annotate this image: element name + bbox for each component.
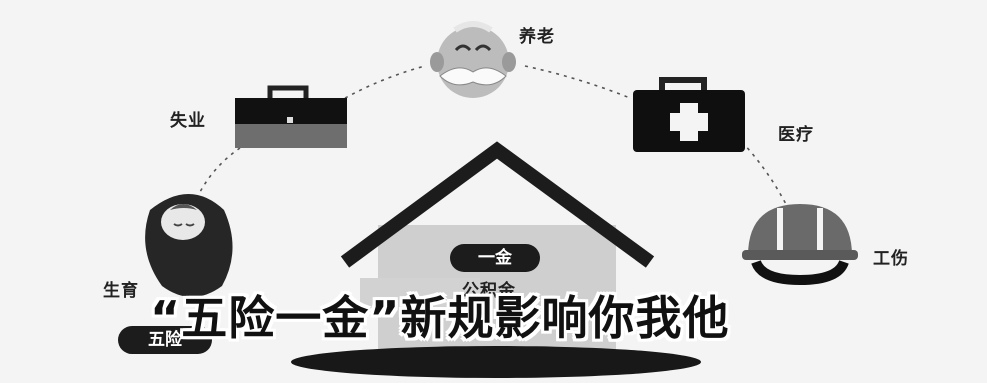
ground-shadow xyxy=(291,346,701,378)
hard-hat-icon xyxy=(742,204,858,286)
label-maternity: 生育 xyxy=(103,281,139,301)
label-injury: 工伤 xyxy=(873,249,909,269)
briefcase-icon xyxy=(235,85,347,148)
label-pension: 养老 xyxy=(519,27,555,47)
housing-fund-badge: 一金 xyxy=(450,244,540,272)
five-insurance-badge: 五险 xyxy=(118,326,212,354)
elderly-face-icon xyxy=(430,21,516,98)
baby-icon xyxy=(145,194,233,297)
headline-title: “五险一金”新规影响你我他 xyxy=(150,291,730,345)
housing-fund-caption: 公积金 xyxy=(462,281,516,301)
dotted-arc xyxy=(199,65,791,213)
first-aid-kit-icon xyxy=(633,77,745,152)
label-unemployment: 失业 xyxy=(170,111,206,131)
label-medical: 医疗 xyxy=(778,125,814,145)
